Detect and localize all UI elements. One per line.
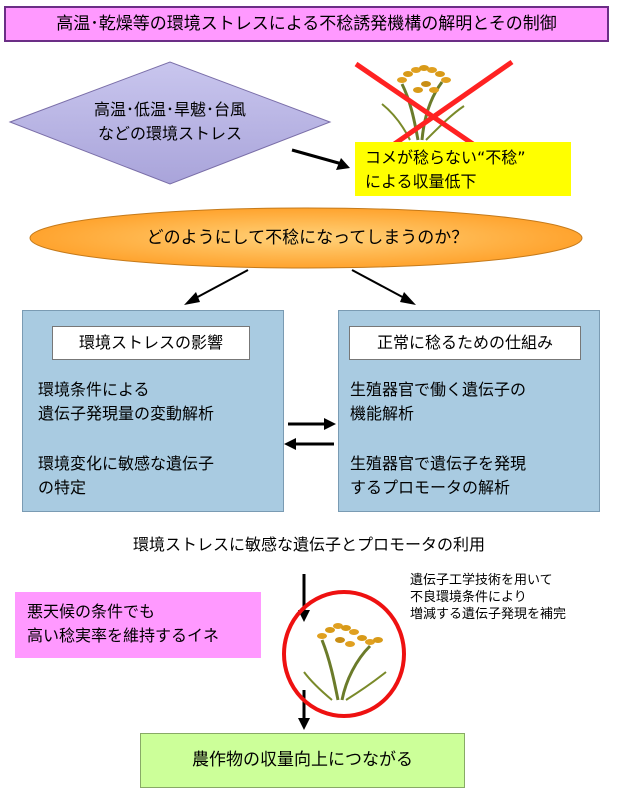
rice-goal-line-1: 悪天候の条件でも xyxy=(27,602,156,621)
stress-line-2: などの環境ストレス xyxy=(97,124,242,143)
outcome-box: 農作物の収量向上につながる xyxy=(140,733,465,788)
rice-plant-circled-icon xyxy=(303,623,387,701)
normal-fertility-item-1: 生殖器官で働く遺伝子の 機能解析 xyxy=(350,378,594,426)
stress-factors-text: 高温･低温･旱魃･台風 などの環境ストレス xyxy=(60,98,280,146)
gene-engineering-note: 遺伝子工学技術を用いて 不良環境条件により 増減する遺伝子発現を補完 xyxy=(410,572,615,623)
left-p1-line-2: 遺伝子発現量の変動解析 xyxy=(38,404,215,423)
note-line-1: 遺伝子工学技術を用いて xyxy=(410,573,553,588)
right-p1-line-1: 生殖器官で働く遺伝子の xyxy=(350,380,527,399)
arrow-stress-to-sterility xyxy=(336,158,350,170)
arrow-left-to-right xyxy=(324,418,336,430)
sterility-box: コメが稔らない“不稔” による収量低下 xyxy=(355,142,571,196)
sterility-line-1: コメが稔らない“不稔” xyxy=(365,148,526,167)
question-ellipse xyxy=(29,207,583,269)
note-line-2: 不良環境条件により xyxy=(410,590,527,605)
stress-impact-title: 環境ストレスの影響 xyxy=(52,326,250,360)
left-p2-line-2: の特定 xyxy=(38,478,87,497)
right-p1-line-2: 機能解析 xyxy=(350,404,415,423)
rice-goal-line-2: 高い稔実率を維持するイネ xyxy=(27,626,220,645)
stress-diamond xyxy=(8,61,332,185)
normal-fertility-title: 正常に稔るための仕組み xyxy=(349,326,581,360)
stress-line-1: 高温･低温･旱魃･台風 xyxy=(93,100,246,119)
sterility-line-2: による収量低下 xyxy=(365,172,477,191)
right-p2-line-1: 生殖器官で遺伝子を発現 xyxy=(350,454,527,473)
question-text: どのようにして不稔になってしまうのか？ xyxy=(146,228,469,248)
page-title: 高温･乾燥等の環境ストレスによる不稔誘発機構の解明とその制御 xyxy=(4,6,609,42)
arrow-right-to-left xyxy=(284,438,296,450)
stress-impact-item-2: 環境変化に敏感な遺伝子 の特定 xyxy=(38,452,278,500)
right-p2-line-2: するプロモータの解析 xyxy=(350,478,511,497)
resilient-rice-box: 悪天候の条件でも 高い稔実率を維持するイネ xyxy=(15,592,261,658)
note-line-3: 増減する遺伝子発現を補完 xyxy=(410,607,567,622)
left-p1-line-1: 環境条件による xyxy=(38,380,150,399)
arrow-to-left-panel xyxy=(184,292,200,305)
arrow-to-right-panel xyxy=(400,292,416,305)
utilization-text: 環境ストレスに敏感な遺伝子とプロモータの利用 xyxy=(132,535,485,554)
normal-fertility-item-2: 生殖器官で遺伝子を発現 するプロモータの解析 xyxy=(350,452,594,500)
arrow-to-outcome xyxy=(298,718,310,730)
ok-circle xyxy=(282,590,406,718)
stress-impact-item-1: 環境条件による 遺伝子発現量の変動解析 xyxy=(38,378,278,426)
left-p2-line-1: 環境変化に敏感な遺伝子 xyxy=(38,454,215,473)
